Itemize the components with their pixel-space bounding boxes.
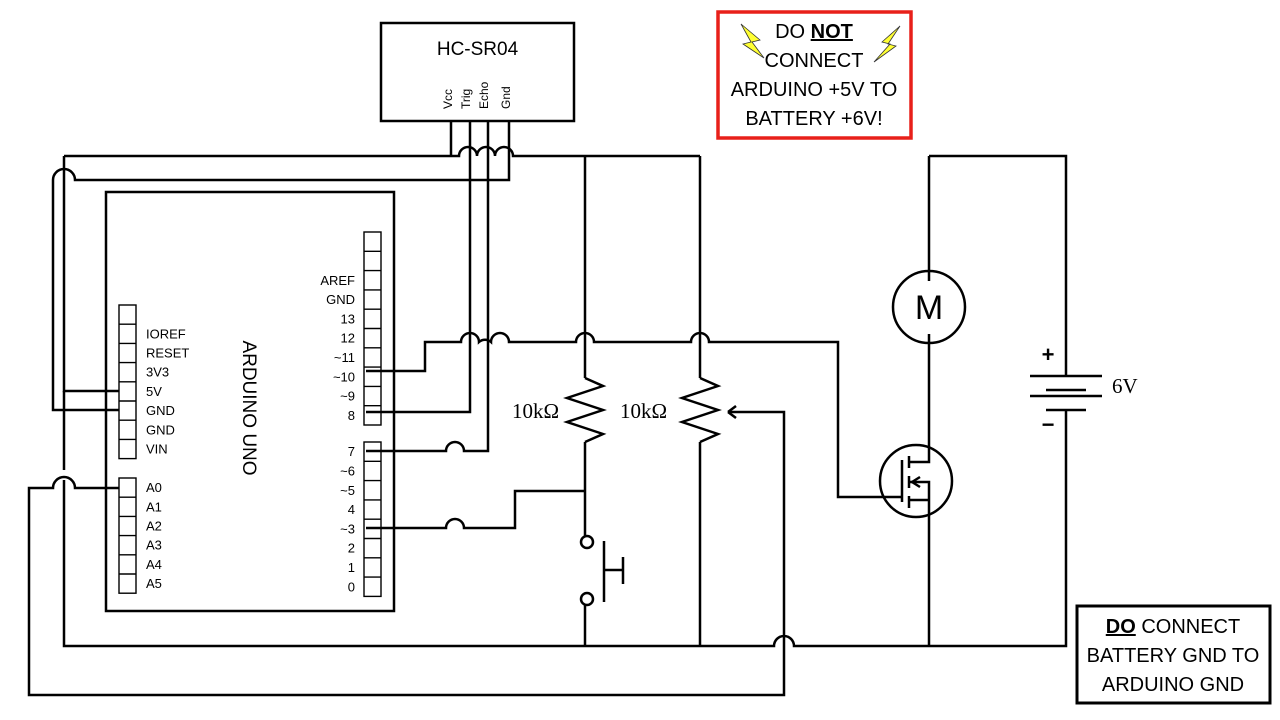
info-line-1: DO CONNECT	[1106, 616, 1240, 638]
arduino-label: ARDUINO UNO	[238, 340, 259, 475]
warning-line-4: BATTERY +6V!	[745, 108, 882, 130]
resistor-1-label: 10kΩ	[512, 399, 559, 423]
pin-label: 5V	[146, 384, 162, 399]
lightning-bolt-right-icon	[873, 25, 901, 63]
hc-sr04-body	[379, 21, 576, 123]
potentiometer: 10kΩ	[620, 376, 737, 444]
right-header-digital-low: 7 ~6 ~5 4 ~3 2 1 0	[340, 441, 382, 598]
pin-label: 7	[348, 444, 355, 459]
pin-label: ~3	[340, 521, 355, 536]
potentiometer-label: 10kΩ	[620, 399, 667, 423]
sensor-pin-vcc: Vcc	[441, 89, 455, 109]
pin-label: AREF	[320, 273, 355, 288]
motor-label: M	[915, 289, 943, 327]
hc-sr04-sensor: HC-SR04 Vcc Trig Echo Gnd	[379, 21, 576, 123]
info-line-3: ARDUINO GND	[1102, 674, 1244, 696]
battery-plus: +	[1042, 342, 1055, 367]
pin-label: ~10	[333, 369, 355, 384]
warning-line-3: ARDUINO +5V TO	[731, 79, 898, 101]
pin-label: IOREF	[146, 326, 186, 341]
pin-label: 13	[341, 311, 355, 326]
pin-label: 2	[348, 541, 355, 556]
right-header-digital-high: AREF GND 13 12 ~11 ~10 ~9 8	[320, 231, 382, 426]
pin-label: 3V3	[146, 365, 169, 380]
pin-label: 12	[341, 331, 355, 346]
wires	[27, 121, 1068, 697]
pin-label: ~5	[340, 483, 355, 498]
pin-label: ~6	[340, 463, 355, 478]
pin-label: GND	[146, 422, 175, 437]
pin-label: 8	[348, 408, 355, 423]
info-border	[1075, 604, 1272, 705]
arduino-outline	[104, 190, 396, 613]
battery-voltage-label: 6V	[1112, 374, 1138, 398]
warning-box: DO NOT CONNECT ARDUINO +5V TO BATTERY +6…	[716, 10, 913, 140]
lightning-bolt-left-icon	[740, 23, 765, 59]
pin-label: 0	[348, 579, 355, 594]
pin-label: GND	[146, 403, 175, 418]
pin-label: A2	[146, 519, 162, 534]
info-box: DO CONNECT BATTERY GND TO ARDUINO GND	[1075, 604, 1272, 705]
pin-label: ~11	[334, 350, 355, 365]
pin-label: RESET	[146, 346, 189, 361]
sensor-pin-trig: Trig	[459, 89, 473, 109]
pin-label: A5	[146, 576, 162, 591]
sensor-pin-gnd: Gnd	[499, 86, 513, 109]
mosfet	[878, 443, 954, 519]
pin-label: GND	[326, 292, 355, 307]
battery-minus: −	[1042, 412, 1055, 437]
warning-line-2: CONNECT	[765, 50, 864, 72]
pin-label: 4	[348, 502, 355, 517]
left-header-power: IOREF RESET 3V3 5V GND GND VIN	[118, 304, 189, 460]
pin-label: ~9	[340, 389, 355, 404]
pin-label: A4	[146, 557, 162, 572]
pin-label: A1	[146, 499, 162, 514]
battery: + − 6V	[1030, 342, 1138, 437]
pin-label: A0	[146, 480, 162, 495]
resistor-1: 10kΩ	[512, 376, 607, 444]
pin-label: A3	[146, 538, 162, 553]
hc-sr04-label: HC-SR04	[437, 39, 519, 60]
pin-label: VIN	[146, 442, 168, 457]
pushbutton	[579, 534, 625, 607]
sensor-pin-echo: Echo	[477, 81, 491, 109]
info-line-2: BATTERY GND TO	[1087, 645, 1260, 667]
pin-label: 1	[348, 560, 355, 575]
warning-line-1: DO NOT	[775, 21, 853, 43]
motor: M	[891, 269, 967, 345]
